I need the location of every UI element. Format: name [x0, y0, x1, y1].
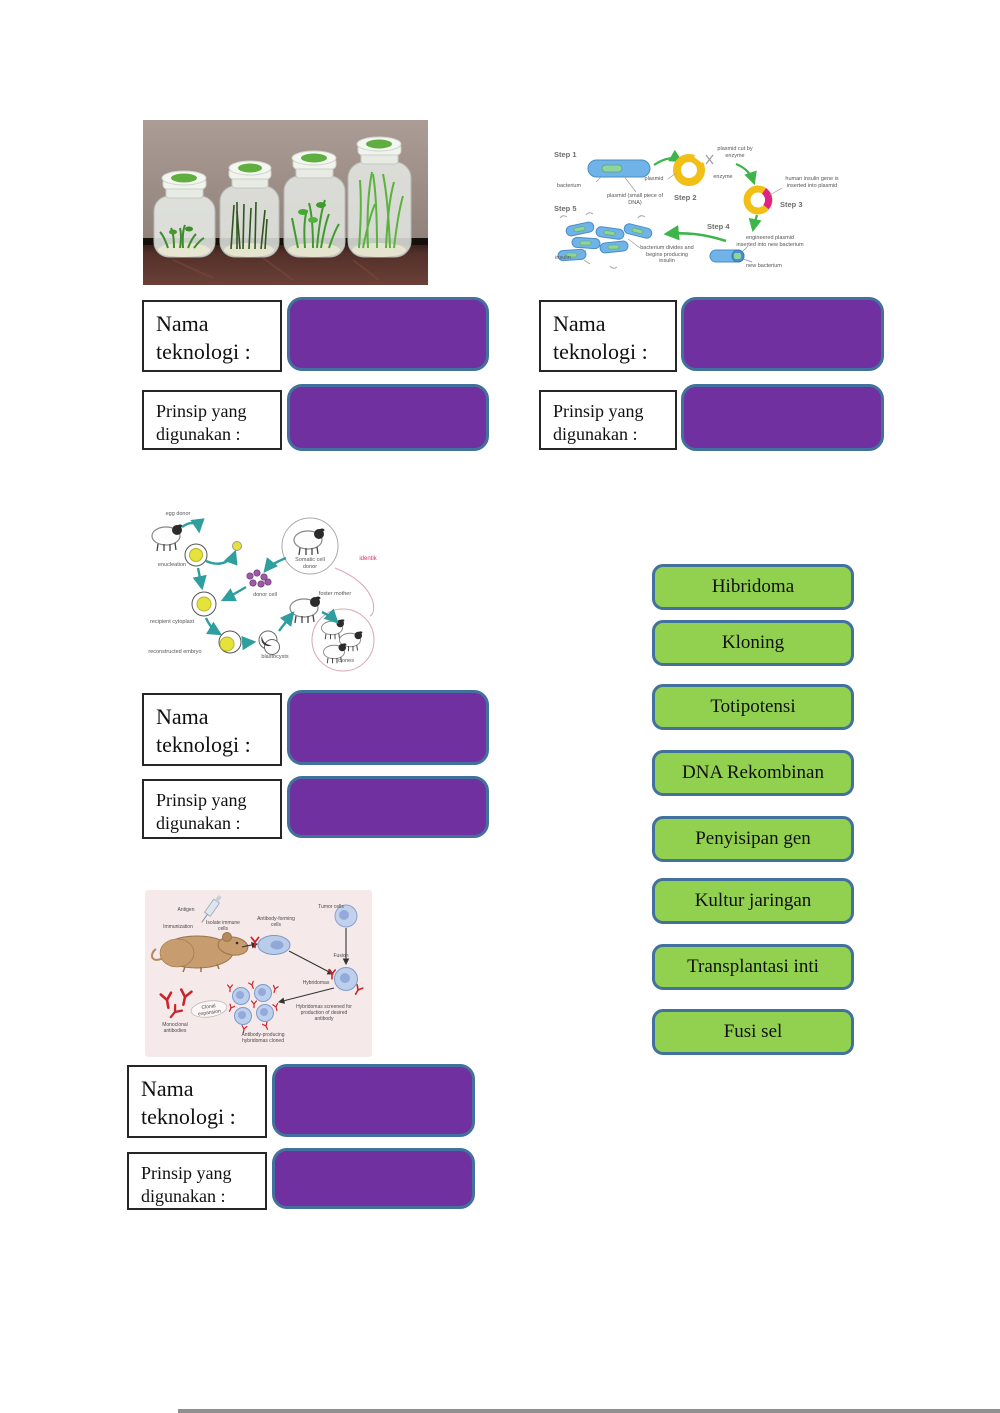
prinsip-label-1: Prinsip yang digunakan :	[142, 390, 282, 450]
step5-label: Step 5	[554, 204, 577, 213]
step2-label: Step 2	[674, 193, 697, 202]
isolate-immune-cells-label: Isolate immune cells	[206, 920, 240, 932]
hybridomas-screened-label: Hybridomas screened for production of de…	[296, 1004, 352, 1022]
hybridomas-cloned-label: Antibody-producing hybridomas cloned	[241, 1032, 285, 1044]
tissue-culture-photo-art	[143, 120, 428, 285]
prinsip-label-4: Prinsip yang digunakan :	[127, 1152, 267, 1210]
somatic-cell-donor-label: Somatic cell donor	[295, 557, 325, 570]
donor-cell-label: donor cell	[253, 592, 277, 598]
nama-teknologi-dropzone-4[interactable]	[272, 1064, 475, 1137]
divides-label: bacterium divides and begins producing i…	[640, 245, 694, 265]
insulin-label: insulin	[555, 255, 571, 261]
nama-teknologi-dropzone-2[interactable]	[681, 297, 884, 371]
recipient-cytoplast-label: recipient cytoplast	[149, 619, 195, 625]
plasmid-cut-label: plasmid cut by enzyme	[717, 146, 753, 159]
nama-teknologi-label-1: Nama teknologi :	[142, 300, 282, 372]
antibody-forming-cells-label: Antibody-forming cells	[257, 916, 295, 928]
answer-kloning[interactable]: Kloning	[652, 620, 854, 666]
next-page-edge	[178, 1409, 1000, 1413]
answer-hibridoma[interactable]: Hibridoma	[652, 564, 854, 610]
new-bacterium-label: new bacterium	[746, 263, 782, 269]
nama-teknologi-label-2: Nama teknologi :	[539, 300, 677, 372]
answer-penyisipan-gen[interactable]: Penyisipan gen	[652, 816, 854, 862]
cloning-art	[151, 517, 375, 672]
prinsip-label-2: Prinsip yang digunakan :	[539, 390, 677, 450]
plasmid-label: plasmid	[644, 176, 664, 182]
nama-teknologi-label-4: Nama teknologi :	[127, 1065, 267, 1138]
blastocysts-label: blastocysts	[261, 654, 289, 660]
nama-teknologi-label-3: Nama teknologi :	[142, 693, 282, 766]
answer-transplantasi-inti[interactable]: Transplantasi inti	[652, 944, 854, 990]
answer-totipotensi[interactable]: Totipotensi	[652, 684, 854, 730]
foster-mother-label: foster mother	[318, 591, 352, 597]
immunization-label: Immunization	[163, 924, 193, 930]
step4-label: Step 4	[707, 222, 730, 231]
cloning-diagram: egg donor enucleation recipient cytoplas…	[138, 500, 388, 680]
answer-dna-rekombinan[interactable]: DNA Rekombinan	[652, 750, 854, 796]
prinsip-dropzone-3[interactable]	[287, 776, 489, 838]
bacterium-label: bacterium	[556, 183, 582, 189]
nama-teknologi-dropzone-3[interactable]	[287, 690, 489, 765]
recombinant-dna-diagram: Step 1 bacterium plasmid (small piece of…	[540, 138, 858, 290]
monoclonal-antibodies-label: Monoclonal antibodies	[162, 1022, 188, 1034]
prinsip-dropzone-1[interactable]	[287, 384, 489, 451]
step3-label: Step 3	[780, 200, 803, 209]
insulin-gene-label: human insulin gene is inserted into plas…	[785, 176, 839, 189]
step1-label: Step 1	[554, 150, 577, 159]
antigen-label: Antigen	[177, 907, 195, 913]
nama-teknologi-dropzone-1[interactable]	[287, 297, 489, 371]
hybridoma-diagram: Antigen Immunization Isolate immune cell…	[145, 890, 372, 1057]
plasmid-small-label: plasmid (small piece of DNA)	[607, 193, 663, 206]
fusion-label: Fusion	[333, 953, 349, 959]
answer-kultur-jaringan[interactable]: Kultur jaringan	[652, 878, 854, 924]
prinsip-dropzone-4[interactable]	[272, 1148, 475, 1209]
identik-label: identik	[359, 556, 377, 562]
egg-donor-label: egg donor	[165, 511, 191, 517]
tissue-culture-photo	[143, 120, 428, 285]
hybridoma-art	[145, 890, 372, 1057]
enzyme-label: enzyme	[713, 174, 733, 180]
prinsip-label-3: Prinsip yang digunakan :	[142, 779, 282, 839]
recombinant-dna-art	[557, 149, 783, 269]
prinsip-dropzone-2[interactable]	[681, 384, 884, 451]
tumor-cells-label: Tumor cells	[318, 904, 344, 910]
hybridomas-label: Hybridomas	[302, 980, 330, 986]
engineered-label: engineered plasmid inserted into new bac…	[736, 235, 804, 248]
clones-label: clones	[338, 658, 354, 664]
reconstructed-embryo-label: reconstructed embryo	[148, 649, 202, 655]
enucleation-label: enucleation	[157, 562, 187, 568]
answer-fusi-sel[interactable]: Fusi sel	[652, 1009, 854, 1055]
